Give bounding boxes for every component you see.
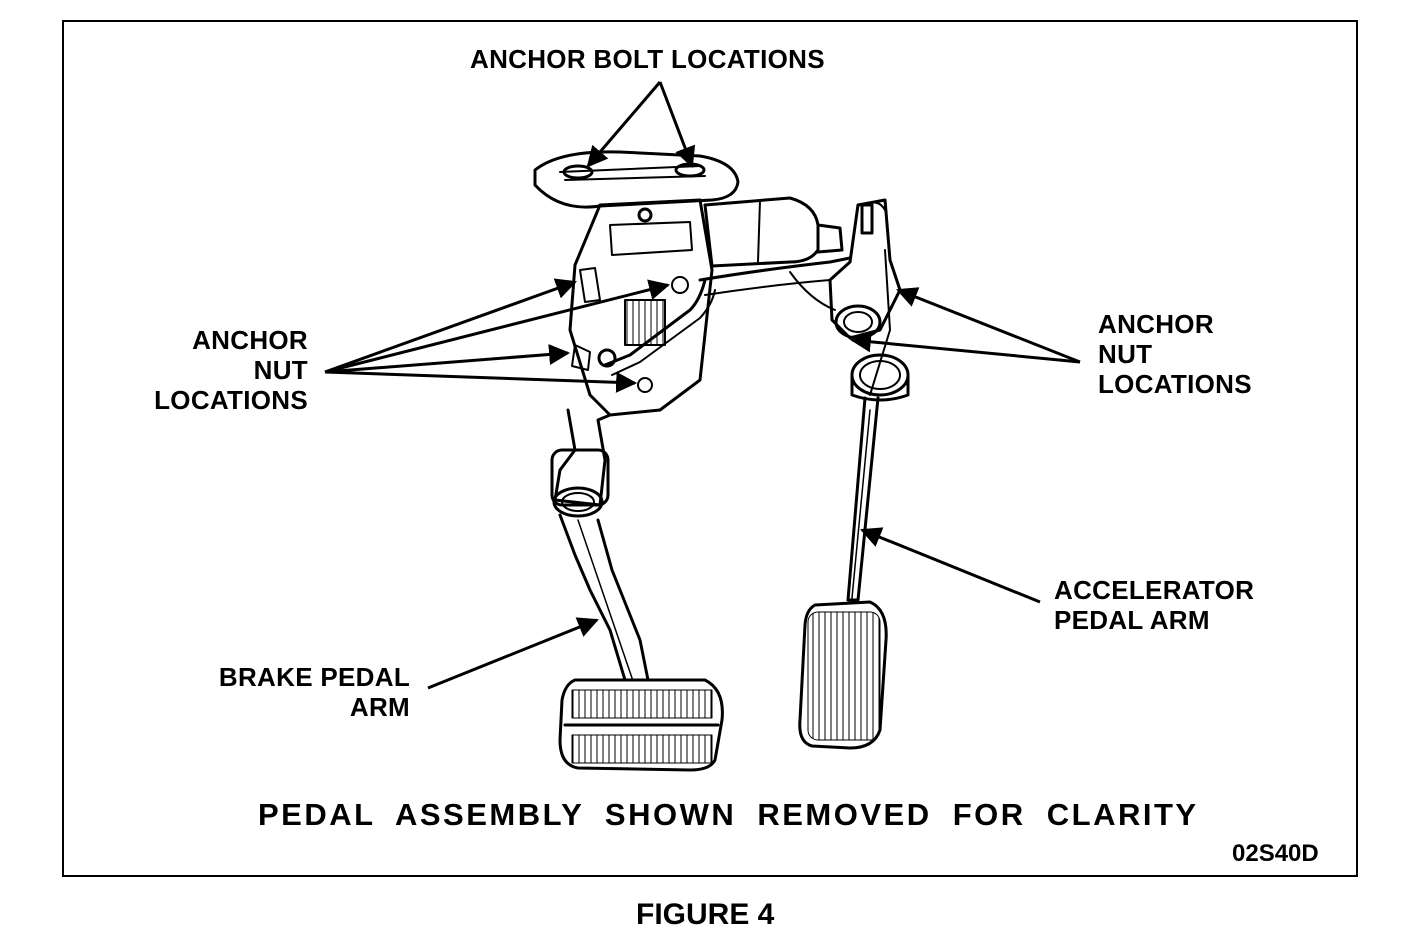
anchor-bolt-left bbox=[562, 164, 594, 180]
arrow-anchor-bolt-1 bbox=[586, 81, 662, 168]
label-line: LOCATIONS bbox=[1098, 369, 1252, 399]
brake-arm bbox=[553, 408, 612, 507]
arrow-nut-right-2 bbox=[849, 331, 1081, 364]
label-brake-pedal-arm: BRAKE PEDAL ARM bbox=[205, 662, 410, 722]
arrow-nut-left-3 bbox=[324, 344, 571, 374]
label-line: ANCHOR bbox=[1098, 309, 1214, 339]
arrow-brake bbox=[427, 617, 599, 690]
diagram-code: 02S40D bbox=[1232, 840, 1319, 867]
accelerator-arm bbox=[846, 396, 880, 602]
label-accelerator-pedal-arm: ACCELERATOR PEDAL ARM bbox=[1054, 575, 1254, 635]
diagram-caption: PEDAL ASSEMBLY SHOWN REMOVED FOR CLARITY bbox=[258, 797, 1199, 832]
accelerator-pad bbox=[798, 600, 888, 750]
motor-body bbox=[703, 196, 820, 268]
arrow-nut-left-2 bbox=[324, 279, 671, 374]
label-line: PEDAL ARM bbox=[1054, 605, 1210, 635]
label-line: ANCHOR bbox=[192, 325, 308, 355]
figure-title: FIGURE 4 bbox=[636, 898, 775, 931]
arrow-nut-left-4 bbox=[324, 370, 638, 393]
arrow-anchor-bolt-2 bbox=[658, 81, 696, 168]
arrow-nut-left-1 bbox=[324, 278, 577, 374]
label-anchor-nut-left: ANCHOR NUT LOCATIONS bbox=[150, 325, 308, 415]
diagram-frame bbox=[62, 20, 1358, 877]
label-anchor-nut-right: ANCHOR NUT LOCATIONS bbox=[1098, 309, 1252, 399]
label-line: ARM bbox=[349, 692, 410, 722]
brake-pivot bbox=[550, 448, 610, 507]
label-line: NUT bbox=[1098, 339, 1153, 369]
label-line: LOCATIONS bbox=[154, 385, 308, 415]
arrow-accelerator bbox=[860, 527, 1041, 604]
arrow-nut-right-1 bbox=[896, 287, 1081, 364]
cross-tube bbox=[698, 256, 852, 282]
label-line: ACCELERATOR bbox=[1054, 575, 1255, 605]
brake-pad bbox=[558, 678, 724, 772]
mounting-bracket bbox=[533, 150, 740, 209]
label-line: BRAKE PEDAL bbox=[218, 662, 410, 692]
label-line: NUT bbox=[253, 355, 308, 385]
label-anchor-bolt-locations: ANCHOR BOLT LOCATIONS bbox=[470, 44, 825, 74]
